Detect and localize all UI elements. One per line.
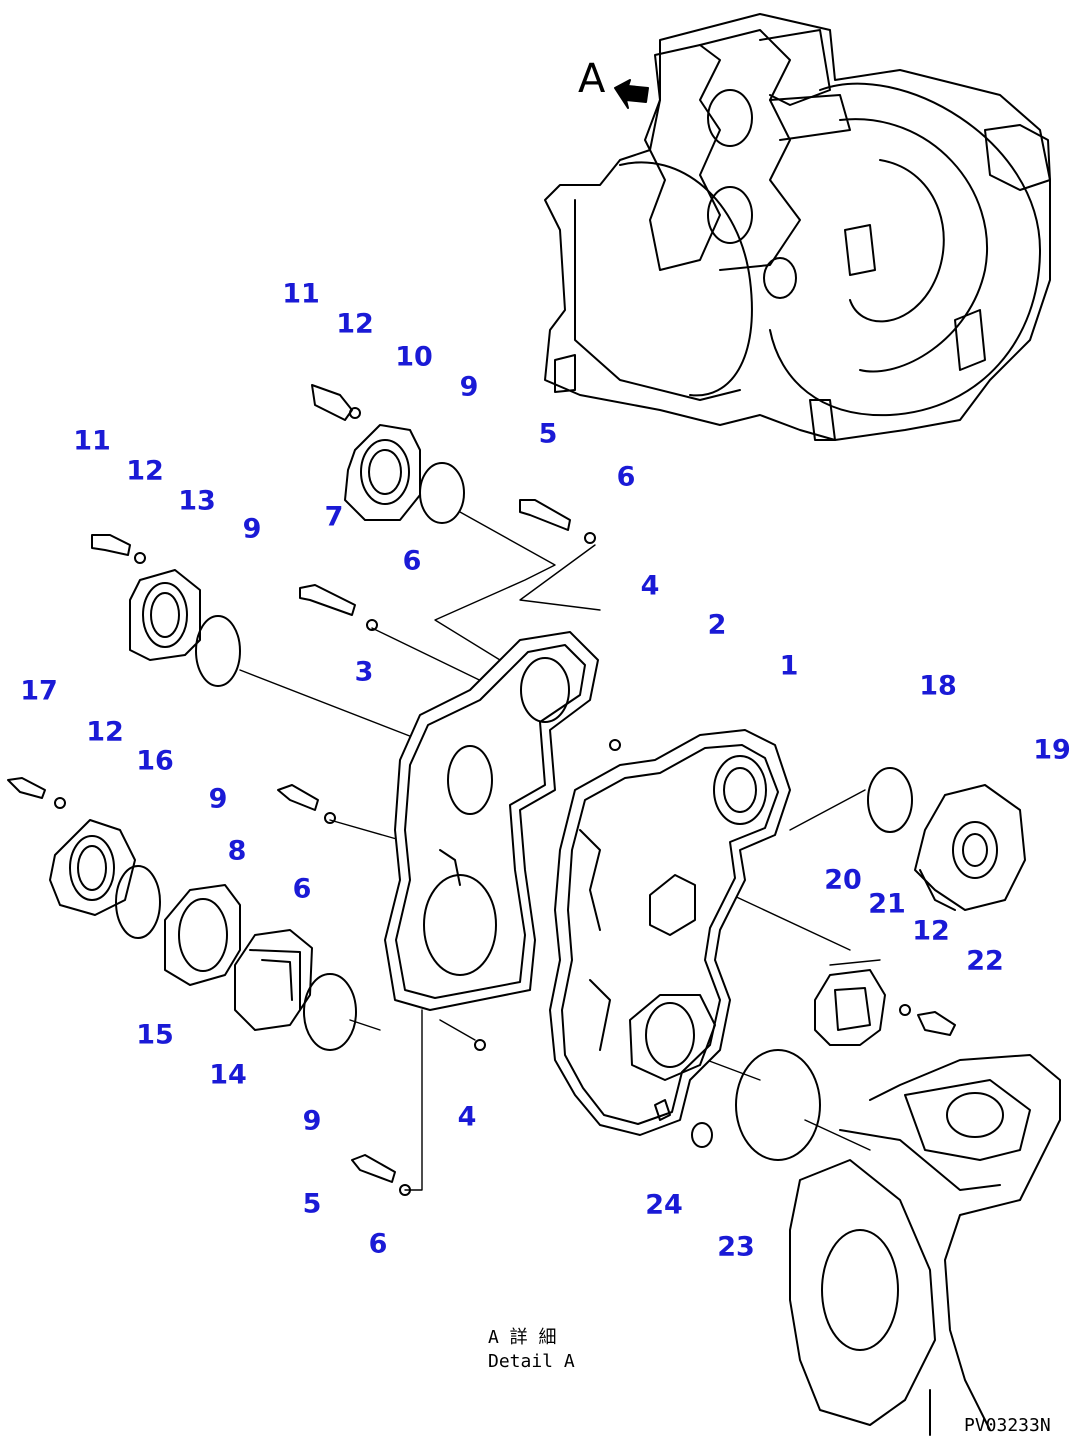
bearing-cage-19 [914,784,1026,911]
cover-14 [234,929,313,1031]
callout-24: 24 [645,1190,683,1221]
cover-plate-3 [384,631,621,1051]
callout-9d: 9 [303,1106,322,1137]
callout-10: 10 [395,342,433,373]
cover-15 [164,884,241,986]
callout-19: 19 [1033,735,1071,766]
detail-caption-ja: A 詳 細 [488,1327,557,1348]
o-ring-18 [867,767,913,833]
callout-5b: 5 [303,1189,322,1220]
callout-4a: 4 [641,571,660,602]
callout-9c: 9 [209,784,228,815]
callout-13: 13 [178,486,216,517]
bolt-8 [277,784,336,824]
callout-5a: 5 [539,419,558,450]
view-marker-a: A [578,56,606,102]
washer-12-right [899,1004,911,1016]
bearing-cage-10 [311,384,421,521]
callout-2: 2 [708,610,727,641]
callout-12a: 12 [336,309,374,340]
callout-11b: 11 [73,426,111,457]
o-ring-9-upper [419,462,465,524]
callout-11a: 11 [282,279,320,310]
callout-6b: 6 [403,546,422,577]
callout-9a: 9 [460,372,479,403]
bolt-5-lower [351,1154,411,1196]
callout-17: 17 [20,676,58,707]
callout-12b: 12 [126,456,164,487]
callout-3: 3 [355,657,374,688]
callout-7: 7 [325,502,344,533]
callout-6c: 6 [293,874,312,905]
main-case-1 [549,729,791,1136]
callout-20: 20 [824,865,862,896]
callout-4b: 4 [458,1102,477,1133]
plug-24 [691,1122,713,1148]
callout-16: 16 [136,746,174,777]
callout-15: 15 [136,1020,174,1051]
callout-22: 22 [966,946,1004,977]
callout-23: 23 [717,1232,755,1263]
callout-21: 21 [868,889,906,920]
bolt-5-upper [519,499,596,544]
callout-1: 1 [780,651,799,682]
callout-12d: 12 [912,916,950,947]
o-ring-9-left [115,865,161,939]
cover-21 [814,969,886,1046]
housing-bottom-right [789,1054,1061,1436]
callout-6d: 6 [369,1229,388,1260]
o-ring-9-lower [303,973,357,1051]
bolt-7 [299,584,378,631]
callout-18: 18 [919,671,957,702]
housing-assembly-top: A [544,13,1051,441]
o-ring-23 [735,1049,821,1161]
callout-6a: 6 [617,462,636,493]
bolt-22 [917,1011,956,1036]
o-ring-9-mid [195,615,241,687]
callout-14: 14 [209,1060,247,1091]
callout-9b: 9 [243,514,262,545]
detail-caption-en: Detail A [488,1351,575,1372]
drawing-code: PV03233N [964,1415,1051,1436]
bearing-cage-13 [91,534,201,661]
bearing-cage-16 [7,777,136,916]
callout-12c: 12 [86,717,124,748]
callout-8: 8 [228,836,247,867]
